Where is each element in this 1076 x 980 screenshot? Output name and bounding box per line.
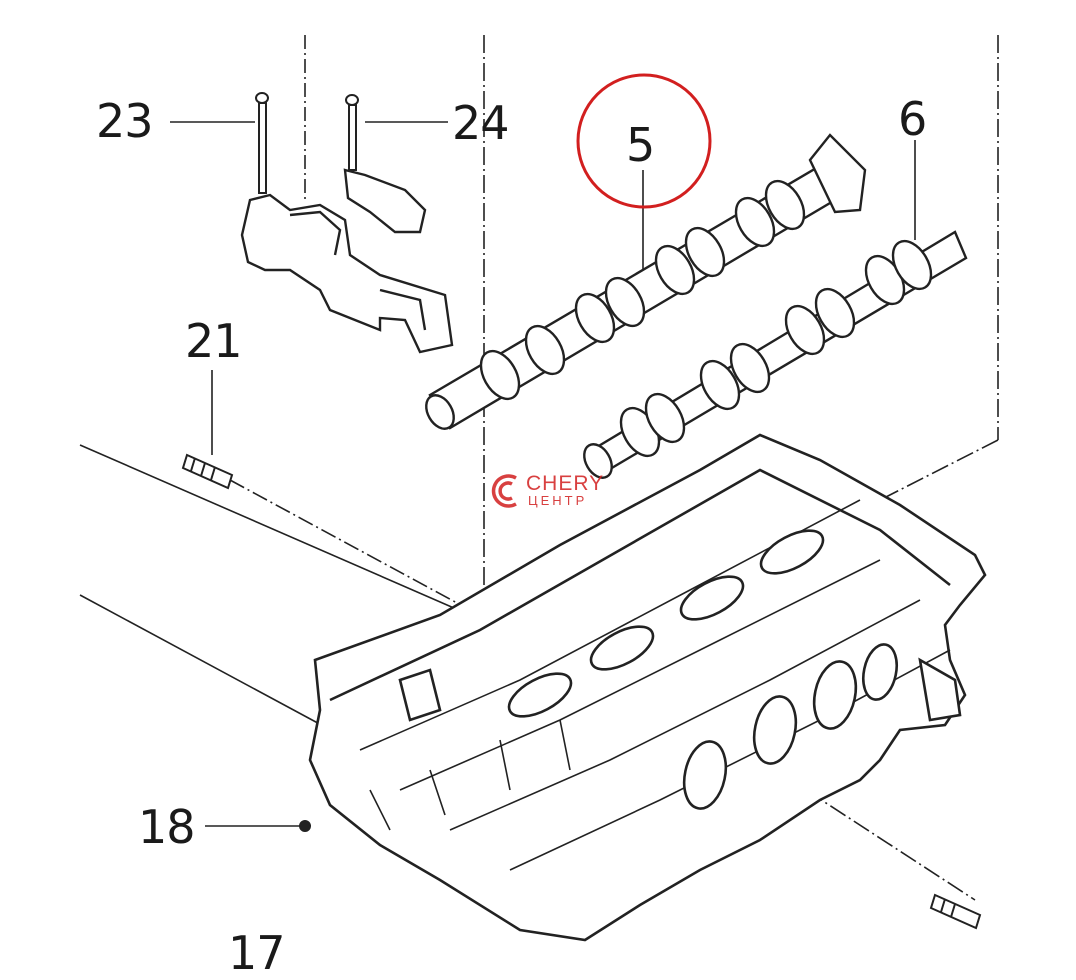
ref-line-diag-lower xyxy=(79,594,341,736)
highlight-circle xyxy=(576,73,712,209)
watermark-subtitle: ЦЕНТР xyxy=(528,493,588,508)
camshaft-5 xyxy=(425,133,867,430)
ref-line-21 xyxy=(229,479,471,611)
callout-6: 6 xyxy=(898,92,927,146)
callout-5: 5 xyxy=(626,118,655,172)
dowel-pin-lower xyxy=(929,893,982,930)
callout-18: 18 xyxy=(138,800,196,854)
cylinder-head xyxy=(308,433,987,942)
bolt-23 xyxy=(255,92,269,194)
ref-line-diag-right xyxy=(879,439,999,501)
leader-lines xyxy=(170,121,916,827)
exploded-parts-diagram xyxy=(79,35,999,942)
dowel-pin-21 xyxy=(181,453,234,490)
callout-17: 17 xyxy=(228,926,286,980)
bolt-24 xyxy=(345,94,359,171)
camshaft-6 xyxy=(583,230,968,479)
watermark-brand: CHERY xyxy=(526,472,605,495)
callout-24: 24 xyxy=(452,96,510,150)
plug-18 xyxy=(299,820,311,832)
bearing-cap xyxy=(240,168,454,354)
callout-23: 23 xyxy=(96,94,154,148)
ref-line-diag-upper xyxy=(79,444,471,616)
chery-logo-icon xyxy=(491,474,517,508)
callout-21: 21 xyxy=(185,314,243,368)
